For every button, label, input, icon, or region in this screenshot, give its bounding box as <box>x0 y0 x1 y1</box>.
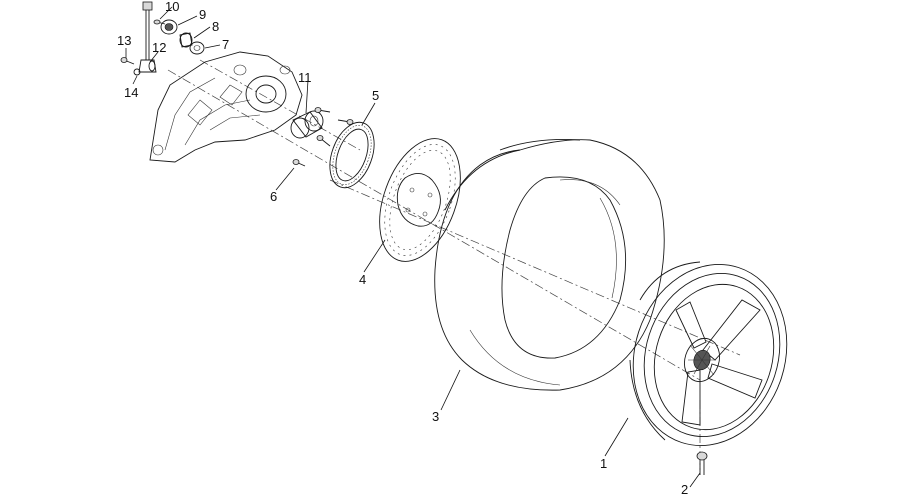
part-4-brake-disc <box>379 138 461 262</box>
part-14-washer <box>133 68 141 76</box>
callout-11: 11 <box>298 70 312 85</box>
callout-1: 1 <box>600 456 607 471</box>
part-8-spacer <box>179 32 193 48</box>
callout-10: 10 <box>165 0 179 14</box>
callout-4: 4 <box>359 272 366 287</box>
callout-2: 2 <box>681 482 688 496</box>
leader-lines <box>125 6 701 488</box>
part-6-bolts <box>292 159 306 167</box>
part-1-rim <box>629 261 788 446</box>
callout-12: 12 <box>152 40 166 55</box>
callout-3: 3 <box>432 409 439 424</box>
part-11-spacer-sleeve <box>290 110 324 139</box>
callout-14: 14 <box>124 85 138 100</box>
part-10-screw <box>153 19 166 25</box>
part-9-bearing <box>160 19 178 35</box>
callout-8: 8 <box>212 19 219 34</box>
callout-7: 7 <box>222 37 229 52</box>
part-12-sensor-cable <box>138 1 157 73</box>
hub-bolts <box>314 107 354 147</box>
callout-13: 13 <box>117 33 131 48</box>
callout-6: 6 <box>270 189 277 204</box>
part-5-tone-ring <box>329 121 375 189</box>
part-2-valve <box>696 451 708 475</box>
center-lines <box>167 59 741 470</box>
callouts: 1 2 3 4 5 6 7 8 9 10 11 12 13 14 <box>117 0 688 496</box>
callout-5: 5 <box>372 88 379 103</box>
callout-9: 9 <box>199 7 206 22</box>
part-3-tyre <box>434 138 665 391</box>
part-13-screw <box>120 57 135 65</box>
part-7-nut <box>189 41 205 55</box>
swingarm-housing <box>149 51 303 163</box>
